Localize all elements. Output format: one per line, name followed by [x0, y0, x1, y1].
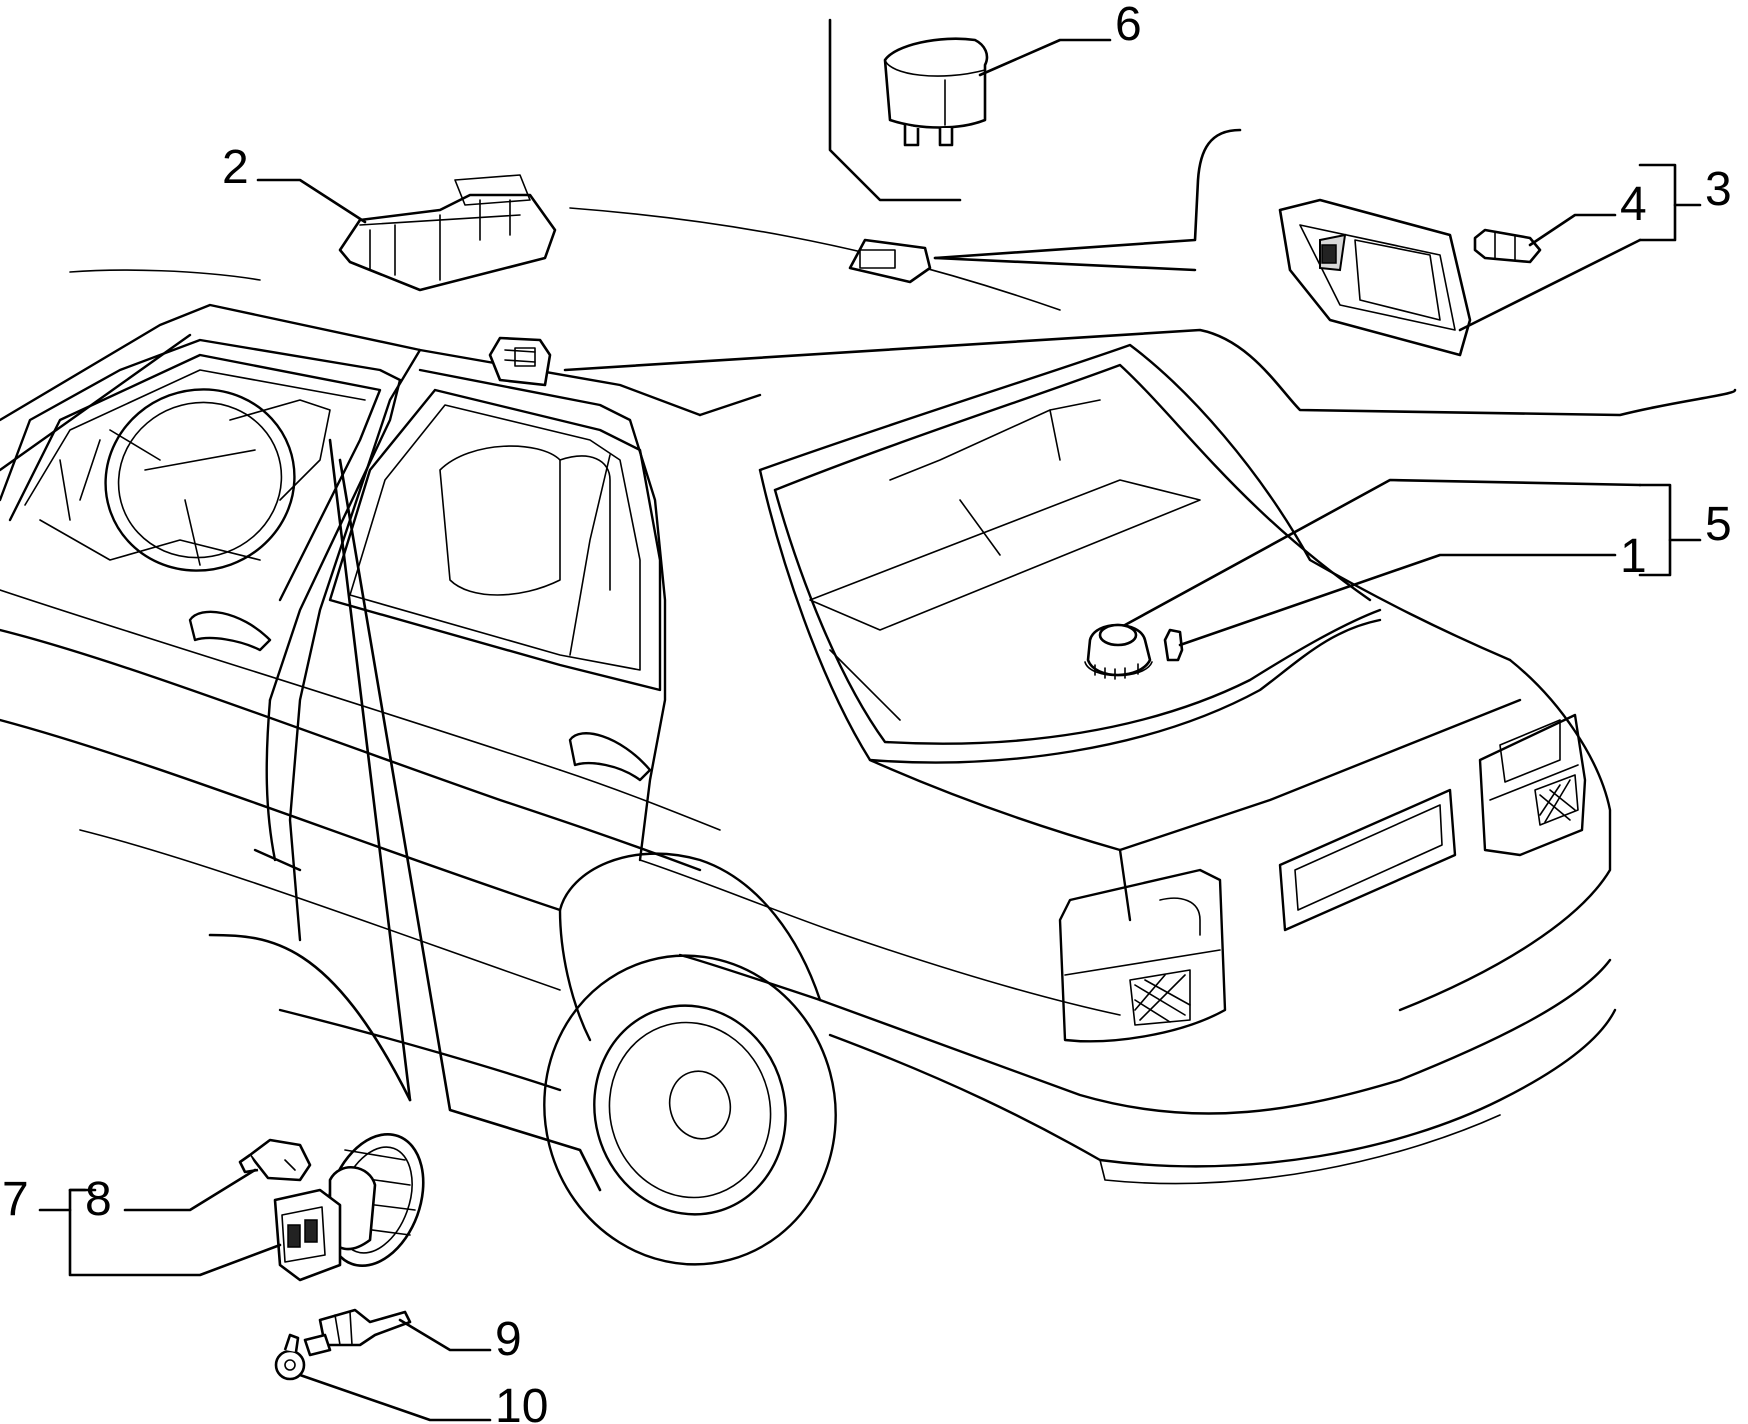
part-8-bulb	[238, 1138, 312, 1182]
callout-6: 6	[1115, 0, 1142, 51]
part-3-lamp-housing	[1278, 198, 1472, 357]
callout-4: 4	[1620, 178, 1647, 231]
callout-5: 5	[1705, 498, 1732, 551]
part-7-door-lamp	[273, 1132, 425, 1282]
part-10-ring-terminal	[274, 1333, 306, 1381]
part-1-wedge-bulb	[1163, 628, 1184, 662]
part-4-bulb	[1473, 228, 1542, 264]
callout-7: 7	[2, 1173, 29, 1226]
callout-8: 8	[85, 1173, 112, 1226]
callout-leaders	[38, 38, 1702, 1422]
roof-lamp-front	[488, 336, 552, 387]
connector-lines	[208, 18, 1737, 1192]
roof-lamp-small	[848, 238, 932, 284]
part-6-relay	[883, 37, 989, 147]
car-outline	[0, 207, 1617, 1266]
part-2-roof-console	[338, 174, 557, 292]
callout-9: 9	[495, 1313, 522, 1366]
callout-1: 1	[1620, 530, 1647, 583]
callout-10: 10	[495, 1380, 548, 1424]
part-5-lamp-socket	[1084, 623, 1153, 680]
part-9-door-switch	[303, 1308, 412, 1357]
callout-2: 2	[222, 141, 249, 194]
callout-3: 3	[1705, 163, 1732, 216]
